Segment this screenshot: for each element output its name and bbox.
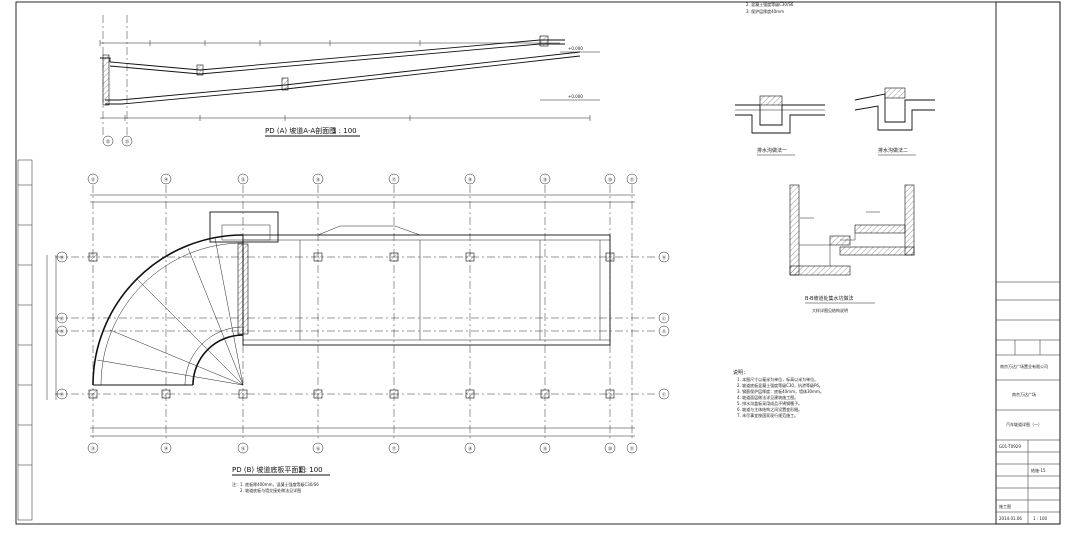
svg-text:⑱: ⑱ [468,176,472,182]
plan-view: ⑬ ⑭ ⑮ ⑯ ⑰ ⑱ ⑲ ⑳ ㉑ ⑬ ⑭ ⑮ ⑯ ⑰ ⑱ ⑲ ⑳ ㉑ Ⓑ Ⓒ … [46,173,670,493]
left-margin-strip [17,159,33,521]
title-date: 2014.01.06 [999,516,1022,521]
ramp-straight-slab [242,234,611,346]
svg-text:⑰: ⑰ [392,445,396,451]
plan-column-bubbles-top: ⑬ ⑭ ⑮ ⑯ ⑰ ⑱ ⑲ ⑳ ㉑ [87,173,638,185]
title-sheet-number: 结施-15 [1031,467,1046,473]
general-note-item: 2. 坡道底板混凝土强度等级C30，抗渗等级P6。 [737,382,823,388]
svg-text:Ⓔ: Ⓔ [60,391,64,397]
top-note-line: 2. 混凝土强度等级C30/S6 [746,1,794,7]
svg-text:⑯: ⑯ [316,445,320,451]
title-scale: 1 : 100 [1033,516,1048,521]
top-note-line: 3. 保护层厚度40mm [746,8,784,14]
sump-detail-title: B-B坡道处集水坑做法 [805,295,854,302]
sheet-frame [15,1,1061,525]
plan-scale: 1 : 100 [298,466,323,474]
title-stage: 施工图 [999,503,1011,509]
ramp-curved-slab [92,234,244,386]
svg-text:Ⓓ: Ⓓ [662,328,666,334]
svg-text:⑭: ⑭ [164,445,168,451]
top-notes: 2. 混凝土强度等级C30/S6 3. 保护层厚度40mm [746,1,794,14]
plan-note: 2. 坡道底板与墙交接处做法见详图 [240,487,301,493]
svg-text:⑬: ⑬ [91,445,95,451]
svg-text:Ⓒ: Ⓒ [60,315,64,321]
svg-text:⑬: ⑬ [91,176,95,182]
svg-text:Ⓑ: Ⓑ [60,254,64,260]
general-note-item: 1. 本图尺寸以毫米为单位，标高以米为单位。 [737,376,818,382]
svg-text:⑲: ⑲ [543,176,547,182]
drainage-detail-two: 排水沟做法二 [854,87,935,156]
section-axis-label: ㉒ [106,138,110,144]
general-note-item: 3. 钢筋保护层厚度：底板40mm，墙体30mm。 [737,388,824,394]
elevation-top-label: +0.000 [568,46,583,51]
svg-text:㉑: ㉑ [630,445,634,451]
svg-text:⑮: ⑮ [241,445,245,451]
general-note-item: 5. 排水沟盖板采用成品不锈钢篦子。 [737,400,802,406]
svg-text:㉑: ㉑ [630,176,634,182]
drainage-detail-two-title: 排水沟做法二 [878,147,908,154]
svg-text:⑱: ⑱ [468,445,472,451]
title-drawing-number: G01-T0929 [999,444,1021,449]
svg-text:⑮: ⑮ [241,176,245,182]
plan-title: PD (B) 坡道底板平面图 [232,465,305,474]
general-note-item: 6. 坡道与主体结构之间设置变形缝。 [737,406,802,412]
svg-text:⑰: ⑰ [392,176,396,182]
plan-note: 注：1. 底板厚400mm，混凝土强度等级C30/S6 [232,481,319,487]
general-notes: 说明： 1. 本图尺寸以毫米为单位，标高以米为单位。 2. 坡道底板混凝土强度等… [733,369,824,418]
drainage-detail-one-title: 排水沟做法一 [757,147,787,154]
general-notes-heading: 说明： [733,369,748,376]
general-note-item: 4. 坡道面层做法详见建筑施工图。 [737,394,798,400]
svg-text:⑳: ⑳ [608,176,612,182]
section-view: +0.000 +0.000 ㉒ ㉓ PD (A) 坡道A-A剖面图 1 : 10… [99,15,600,147]
general-note-item: 7. 未尽事宜按国家现行规范施工。 [737,412,798,418]
svg-text:Ⓓ: Ⓓ [60,328,64,334]
svg-text:⑳: ⑳ [608,445,612,451]
title-client: 南京万达广场置业有限公司 [1000,363,1048,369]
svg-text:⑲: ⑲ [543,445,547,451]
title-project: 南京万达广场 [1012,391,1036,397]
title-block: 南京万达广场置业有限公司 南京万达广场 汽车坡道详图（一） G01-T0929 … [995,1,1061,525]
title-drawing-title: 汽车坡道详图（一） [1006,421,1042,427]
sump-detail-subtitle: 大样详图见结构说明 [812,307,848,313]
elevation-bottom-label: +0.000 [568,94,583,99]
plan-columns [88,252,615,399]
section-title: PD (A) 坡道A-A剖面图 [265,126,336,135]
plan-row-axes [55,256,655,395]
left-margin-ticks [18,184,32,466]
svg-text:⑭: ⑭ [164,176,168,182]
section-scale: 1 : 100 [332,127,357,135]
svg-text:Ⓔ: Ⓔ [662,391,666,397]
svg-text:Ⓒ: Ⓒ [662,315,666,321]
plan-column-bubbles-bottom: ⑬ ⑭ ⑮ ⑯ ⑰ ⑱ ⑲ ⑳ ㉑ [87,442,638,454]
svg-text:Ⓑ: Ⓑ [662,254,666,260]
section-axis-label: ㉓ [125,138,129,144]
drainage-detail-one: 排水沟做法一 [735,95,825,156]
plan-column-axes [92,185,633,440]
plan-row-bubbles: Ⓑ Ⓒ Ⓓ Ⓔ Ⓑ Ⓒ Ⓓ Ⓔ [56,251,670,400]
sump-detail: B-B坡道处集水坑做法 大样详图见结构说明 [789,184,915,313]
svg-text:⑯: ⑯ [316,176,320,182]
